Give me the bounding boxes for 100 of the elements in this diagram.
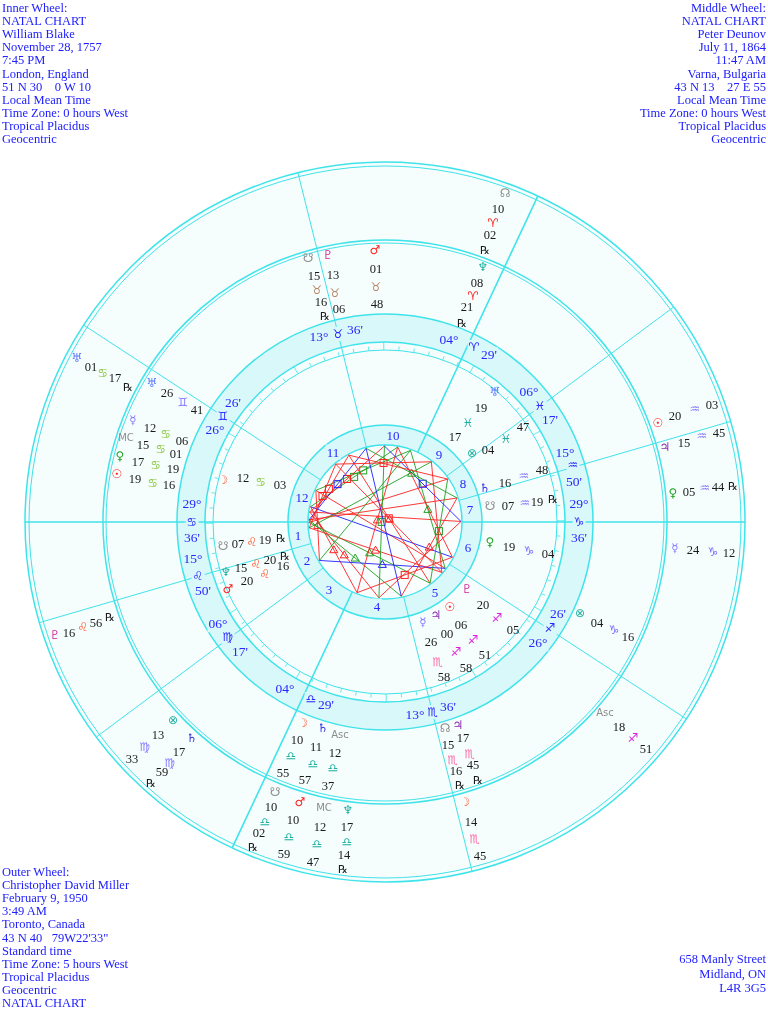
astrological-glyph: ♐	[491, 612, 503, 624]
cusp-sign-glyph: ♋	[185, 515, 199, 529]
astrological-glyph: ♓	[500, 433, 512, 445]
chart-info-text: Local Mean Time	[677, 93, 766, 107]
degree-number: 05	[506, 623, 520, 637]
degree-number: 58	[459, 661, 473, 675]
degree-number: 16	[62, 626, 76, 640]
degree-number: 16	[314, 295, 328, 309]
astrological-glyph: ♏	[432, 656, 444, 668]
cusp-sign-glyph: ♑	[572, 515, 586, 529]
degree-number: 14	[464, 815, 478, 829]
degree-number: 02	[252, 826, 266, 840]
astrological-glyph: ♅	[71, 352, 83, 364]
degree-number: 16	[276, 559, 290, 573]
degree-number: 04	[541, 547, 555, 561]
astrological-glyph: ♄	[479, 482, 491, 494]
degree-number: 15	[136, 438, 150, 452]
degree-number: 17	[448, 430, 462, 444]
astrological-glyph: ♌	[77, 621, 89, 633]
chart-info-text: Christopher David Miller	[2, 879, 130, 892]
retrograde-symbol: ℞	[457, 317, 467, 329]
retrograde-symbol: ℞	[123, 381, 133, 393]
degree-number: 37	[321, 779, 335, 793]
degree-number: 48	[370, 297, 384, 311]
astrological-glyph: ♎	[307, 758, 319, 770]
chart-info-text: Peter Deunov	[697, 28, 766, 41]
astrological-glyph: ♆	[220, 566, 232, 578]
astrological-glyph: ☽	[217, 474, 229, 486]
astrological-glyph: ♂	[222, 583, 234, 595]
chart-info-text: Time Zone: 0 hours West	[2, 106, 129, 120]
degree-number: 19	[258, 533, 272, 547]
astrological-glyph: ☿	[419, 616, 427, 628]
astrological-glyph: ☽	[459, 796, 471, 808]
astrological-glyph: ♐	[467, 634, 479, 646]
chart-info-text: William Blake	[2, 28, 75, 41]
astrological-glyph: ⊗	[167, 714, 179, 726]
astrological-glyph: ☿	[129, 414, 137, 426]
degree-number: 04	[590, 616, 604, 630]
astrological-glyph: ♎	[341, 836, 353, 848]
degree-number: 05	[682, 485, 696, 499]
astrological-glyph: ♏	[464, 748, 476, 760]
cusp-sign-glyph: ♌	[191, 569, 205, 583]
chart-info-text: 658 Manly Street	[679, 953, 766, 966]
astrological-glyph: ☋	[484, 500, 496, 512]
degree-number: 45	[712, 426, 726, 440]
astrological-glyph: ♅	[146, 377, 158, 389]
degree-number: 17	[108, 371, 122, 385]
degree-number: 08	[470, 276, 484, 290]
degree-number: 06	[454, 618, 468, 632]
degree-number: 33	[125, 752, 139, 766]
chart-info-text: London, England	[2, 67, 89, 80]
degree-number: 56	[89, 616, 103, 630]
degree-number: 48	[535, 463, 549, 477]
astrological-glyph: ♂	[369, 244, 381, 256]
astrological-glyph: ♅	[489, 386, 501, 398]
astrological-glyph: ♎	[327, 762, 339, 774]
cusp-sign-glyph: ♎	[304, 692, 318, 706]
astrological-glyph: ♒	[696, 430, 708, 442]
astrological-glyph: ☿	[671, 542, 679, 554]
chart-info-text: NATAL CHART	[681, 15, 766, 28]
degree-number: 02	[483, 228, 497, 242]
degree-number: 58	[437, 670, 451, 684]
retrograde-symbol: ℞	[248, 841, 258, 853]
astrological-glyph: ☊	[499, 187, 511, 199]
astrological-glyph: ♋	[160, 428, 172, 440]
astrological-glyph: ♆	[477, 261, 489, 273]
astrological-glyph: ♋	[255, 476, 267, 488]
retrograde-symbol: ℞	[280, 550, 290, 562]
degree-number: 24	[686, 543, 700, 557]
degree-number: 16	[449, 764, 463, 778]
degree-number: 14	[337, 848, 351, 862]
chart-info-text: NATAL CHART	[2, 15, 87, 28]
cusp-sign-glyph: ♊	[216, 409, 230, 423]
degree-number: 45	[473, 849, 487, 863]
degree-number: 15	[234, 561, 248, 575]
chart-info-text: Tropical Placidus	[2, 119, 90, 133]
degree-number: 17	[172, 745, 186, 759]
degree-number: 19	[166, 462, 180, 476]
astrological-glyph: ♍	[164, 757, 176, 769]
astrological-glyph: ♃	[430, 609, 442, 621]
degree-number: 12	[313, 820, 327, 834]
degree-number: 03	[273, 478, 287, 492]
degree-number: 21	[460, 300, 474, 314]
degree-number: 18	[612, 720, 626, 734]
degree-number: 57	[298, 773, 312, 787]
astrological-glyph: ♋	[97, 367, 109, 379]
degree-number: 01	[169, 447, 183, 461]
retrograde-symbol: ℞	[320, 310, 330, 322]
astrological-glyph: ♎	[283, 831, 295, 843]
astrological-glyph: ♇	[322, 249, 334, 261]
astrological-glyph: ♑	[707, 546, 719, 558]
degree-number: 11	[310, 740, 322, 754]
astrological-glyph: ♑	[523, 545, 535, 557]
astrological-glyph: ♀	[668, 487, 678, 499]
degree-number: 20	[263, 553, 277, 567]
degree-number: 04	[481, 443, 495, 457]
astrological-glyph: ⊗	[574, 607, 586, 619]
degree-number: 10	[286, 813, 300, 827]
retrograde-symbol: ℞	[728, 480, 738, 492]
astrological-glyph: ☋	[269, 786, 281, 798]
